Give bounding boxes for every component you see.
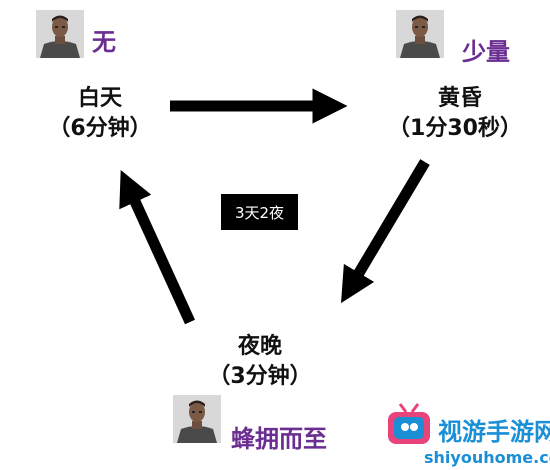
night-zombie-amount: 蜂拥而至 xyxy=(231,425,327,453)
watermark-url: shiyouhome.com xyxy=(424,448,550,467)
tv-logo-icon xyxy=(388,403,430,444)
day-zombie-amount: 无 xyxy=(92,28,116,56)
zombie-portrait-icon xyxy=(36,10,84,58)
dusk-duration: （1分30秒） xyxy=(388,116,522,141)
day-duration: （6分钟） xyxy=(48,116,152,141)
zombie-portrait-icon xyxy=(173,395,221,443)
night-title: 夜晚 xyxy=(237,334,282,359)
day-title: 白天 xyxy=(77,86,122,111)
zombie-portrait-icon xyxy=(396,10,444,58)
dusk-zombie-amount: 少量 xyxy=(462,38,510,66)
watermark: 视游手游网 shiyouhome.com xyxy=(380,390,550,470)
night-duration: （3分钟） xyxy=(208,364,312,389)
cycle-label: 3天2夜 xyxy=(221,194,298,230)
watermark-name: 视游手游网 xyxy=(438,418,550,446)
arrow-night-to-day xyxy=(119,169,196,325)
dusk-title: 黄昏 xyxy=(437,86,482,111)
arrow-dusk-to-night xyxy=(340,159,430,304)
